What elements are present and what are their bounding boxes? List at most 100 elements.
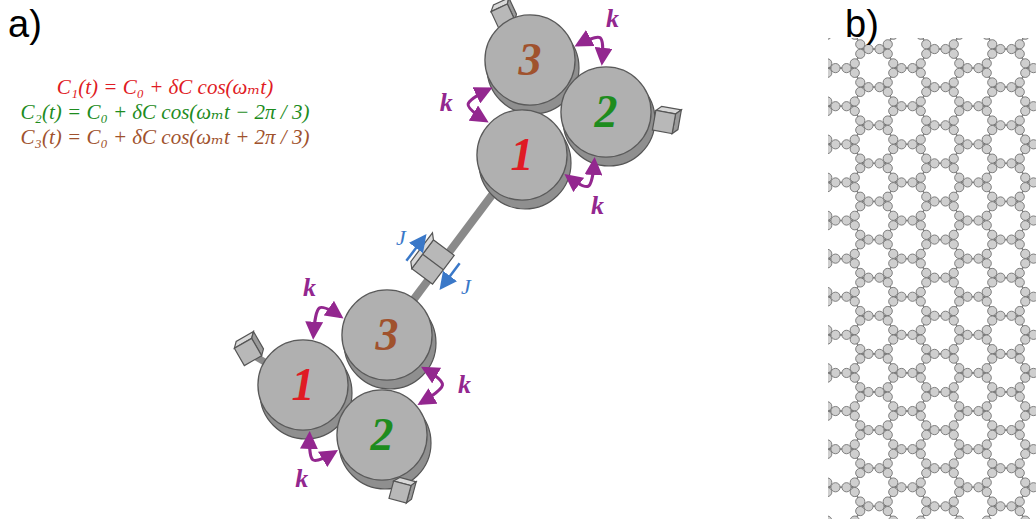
- lattice-resonator: [828, 135, 832, 144]
- lattice-resonator: [908, 330, 917, 339]
- lattice-resonator: [955, 335, 964, 344]
- lattice-resonator: [916, 325, 925, 334]
- lattice-resonator: [883, 125, 892, 134]
- lattice-resonator: [988, 116, 997, 125]
- lattice-resonator: [1021, 402, 1030, 411]
- lattice-resonator: [856, 459, 865, 468]
- lattice-resonator: [889, 68, 898, 77]
- lattice-resonator: [889, 364, 898, 373]
- lattice-resonator: [850, 516, 859, 519]
- disk-number: 1: [476, 109, 568, 201]
- lattice-resonator: [949, 154, 958, 163]
- lattice-resonator: [856, 383, 865, 392]
- lattice-resonator: [922, 421, 931, 430]
- lattice-resonator: [996, 235, 1005, 244]
- lattice-resonator: [949, 268, 958, 277]
- coupling-label: k: [606, 5, 619, 34]
- lattice-resonator: [908, 445, 917, 454]
- lattice-resonator: [974, 64, 983, 73]
- lattice-resonator: [1015, 497, 1024, 506]
- equation: C₂(t) = C₀ + δC cos(ωₘt − 2π / 3): [21, 101, 310, 124]
- lattice-resonator: [988, 459, 997, 468]
- lattice-resonator: [883, 164, 892, 173]
- lattice-resonator: [916, 411, 925, 420]
- disk-number: 2: [336, 389, 428, 481]
- lattice-resonator: [1021, 364, 1030, 373]
- lattice-resonator: [922, 468, 931, 477]
- lattice-resonator: [897, 254, 906, 263]
- lattice-resonator: [949, 392, 958, 401]
- lattice-resonator: [875, 197, 884, 206]
- lattice-resonator: [831, 64, 840, 73]
- lattice-resonator: [856, 316, 865, 325]
- coupling-arrow: [309, 435, 334, 461]
- lattice-resonator: [828, 411, 832, 420]
- lattice-resonator: [856, 354, 865, 363]
- lattice-resonator: [941, 349, 950, 358]
- lattice-resonator: [828, 97, 832, 106]
- lattice-resonator: [988, 278, 997, 287]
- lattice-resonator: [982, 97, 991, 106]
- disk-number: 3: [484, 14, 576, 106]
- disk-number: 2: [560, 66, 652, 158]
- lattice-resonator: [922, 278, 931, 287]
- lattice-resonator: [828, 364, 832, 373]
- lattice-resonator: [916, 173, 925, 182]
- lattice-resonator: [828, 259, 832, 268]
- lattice-resonator: [1007, 83, 1016, 92]
- lattice-resonator: [982, 478, 991, 487]
- lattice-resonator: [889, 135, 898, 144]
- lattice-resonator: [982, 38, 991, 39]
- lattice-resonator: [955, 173, 964, 182]
- lattice-resonator: [831, 445, 840, 454]
- lattice-resonator: [828, 183, 832, 192]
- resonator-disk: 2: [336, 389, 428, 481]
- lattice-resonator: [955, 440, 964, 449]
- lattice-resonator: [996, 121, 1005, 130]
- lattice-resonator: [1007, 197, 1016, 206]
- lattice-resonator: [831, 216, 840, 225]
- lattice-resonator: [897, 216, 906, 225]
- lattice-resonator: [982, 402, 991, 411]
- lattice-resonator: [963, 216, 972, 225]
- lattice-resonator: [897, 140, 906, 149]
- lattice-resonator: [955, 97, 964, 106]
- lattice-resonator: [850, 183, 859, 192]
- lattice-resonator: [916, 335, 925, 344]
- lattice-resonator: [864, 464, 873, 473]
- lattice-resonator: [922, 49, 931, 58]
- lattice-resonator: [864, 311, 873, 320]
- lattice-resonator: [963, 406, 972, 415]
- cube-stubs: [248, 16, 664, 492]
- lattice-resonator: [955, 144, 964, 153]
- lattice-resonator: [955, 259, 964, 268]
- lattice-resonator: [1021, 259, 1030, 268]
- lattice-resonator: [831, 406, 840, 415]
- lattice-resonator: [949, 202, 958, 211]
- lattice-resonator: [1021, 173, 1030, 182]
- lattice-resonator: [1015, 345, 1024, 354]
- lattice-resonator: [963, 368, 972, 377]
- lattice-resonator: [974, 178, 983, 187]
- lattice-resonator: [1015, 383, 1024, 392]
- lattice-resonator: [883, 459, 892, 468]
- lattice-resonator: [856, 49, 865, 58]
- lattice-resonator: [1015, 354, 1024, 363]
- lattice-resonator: [883, 240, 892, 249]
- lattice-resonator: [930, 159, 939, 168]
- lattice-resonator: [831, 368, 840, 377]
- lattice-resonator: [856, 506, 865, 515]
- lattice-resonator: [875, 235, 884, 244]
- lattice-resonator: [842, 178, 851, 187]
- lattice-resonator: [1021, 325, 1030, 334]
- lattice-resonator: [1021, 59, 1030, 68]
- lattice-resonator: [941, 502, 950, 511]
- lattice-resonator: [988, 354, 997, 363]
- lattice-resonator: [955, 106, 964, 115]
- lattice-resonator: [875, 502, 884, 511]
- lattice-resonator: [883, 392, 892, 401]
- lattice-resonator: [988, 497, 997, 506]
- lattice-resonator: [949, 383, 958, 392]
- lattice-resonator: [889, 287, 898, 296]
- lattice-resonator: [897, 102, 906, 111]
